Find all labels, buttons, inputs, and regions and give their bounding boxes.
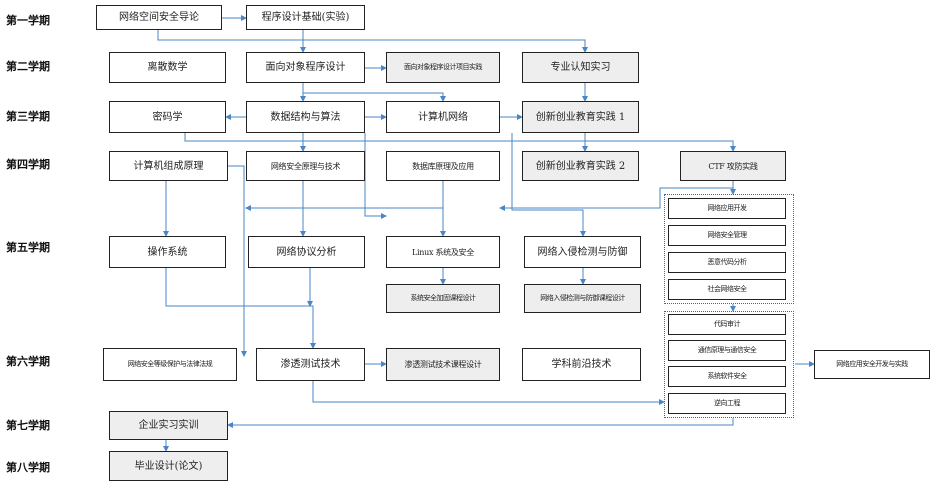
semester-label: 第一学期 xyxy=(6,14,50,27)
course-box-swsec: 系统软件安全 xyxy=(668,366,786,387)
course-box-reverse: 逆向工程 xyxy=(668,393,786,414)
course-box-oop: 面向对象程序设计 xyxy=(246,52,365,83)
course-box-major-intern: 专业认知实习 xyxy=(522,52,639,83)
course-box-frontier: 学科前沿技术 xyxy=(522,348,641,381)
semester-label: 第三学期 xyxy=(6,110,50,123)
course-box-syshard-proj: 系统安全加固课程设计 xyxy=(386,284,500,313)
connector xyxy=(364,133,387,219)
connector xyxy=(227,418,734,428)
course-box-thesis: 毕业设计(论文) xyxy=(109,451,228,481)
course-box-ids: 网络入侵检测与防御 xyxy=(524,236,641,268)
elective-group-2 xyxy=(664,311,794,418)
course-box-protocol: 网络协议分析 xyxy=(248,236,365,268)
course-box-dsa: 数据结构与算法 xyxy=(246,101,365,133)
course-box-commsec: 通信原理与通信安全 xyxy=(668,340,786,361)
course-box-innov2: 创新创业教育实践 2 xyxy=(522,151,639,181)
course-box-webdev: 网络应用开发 xyxy=(668,198,786,219)
course-box-network: 计算机网络 xyxy=(386,101,500,133)
course-box-netmgmt: 网络安全管理 xyxy=(668,225,786,246)
course-box-db: 数据库原理及应用 xyxy=(386,151,500,181)
course-box-pentest: 渗透测试技术 xyxy=(256,348,365,381)
course-box-malware: 恶意代码分析 xyxy=(668,252,786,273)
course-box-pentest-proj: 渗透测试技术课程设计 xyxy=(386,348,500,381)
course-box-prog: 程序设计基础(实验) xyxy=(246,5,365,30)
course-box-innov1: 创新创业教育实践 1 xyxy=(522,101,639,133)
course-box-discrete: 离散数学 xyxy=(109,52,226,83)
course-box-social: 社会网络安全 xyxy=(668,279,786,300)
course-box-os: 操作系统 xyxy=(109,236,226,268)
connector xyxy=(303,92,446,102)
semester-label: 第八学期 xyxy=(6,461,50,474)
elective-group-1 xyxy=(664,194,794,304)
course-box-law: 网络安全等级保护与法律法规 xyxy=(103,348,237,381)
connector xyxy=(499,187,733,211)
connector xyxy=(312,381,665,405)
course-box-enterprise: 企业实习实训 xyxy=(109,411,228,440)
course-box-intro: 网络空间安全导论 xyxy=(96,5,222,30)
course-box-ctf: CTF 攻防实践 xyxy=(680,151,786,181)
connector xyxy=(157,30,588,53)
course-box-netsec: 网络安全原理与技术 xyxy=(246,151,365,181)
semester-label: 第四学期 xyxy=(6,158,50,171)
course-box-webapp-proj: 网络应用安全开发与实践 xyxy=(814,350,930,379)
course-box-crypto: 密码学 xyxy=(109,101,226,133)
semester-label: 第六学期 xyxy=(6,355,50,368)
course-box-audit: 代码审计 xyxy=(668,314,786,335)
semester-label: 第七学期 xyxy=(6,419,50,432)
connector xyxy=(165,268,316,349)
course-box-linux: Linux 系统及安全 xyxy=(386,236,500,268)
course-box-arch: 计算机组成原理 xyxy=(109,151,228,181)
semester-label: 第五学期 xyxy=(6,241,50,254)
course-box-oop-proj: 面向对象程序设计项目实践 xyxy=(386,52,500,83)
semester-label: 第二学期 xyxy=(6,60,50,73)
connector xyxy=(228,165,247,357)
connector xyxy=(184,133,736,152)
connector xyxy=(511,133,586,237)
course-box-ids-proj: 网络入侵检测与防御课程设计 xyxy=(524,284,641,313)
